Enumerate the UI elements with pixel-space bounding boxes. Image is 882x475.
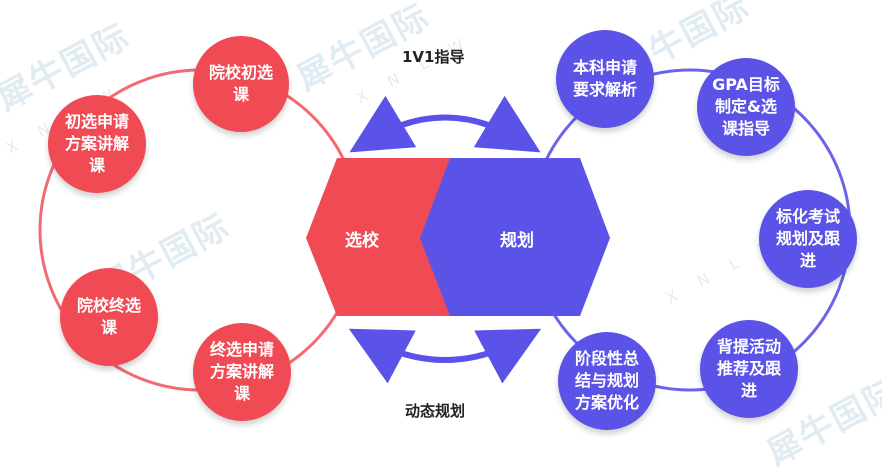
node-activity-recommendation: 背提活动 推荐及跟 进 (700, 320, 798, 418)
hexagon-select-label: 选校 (345, 231, 379, 251)
node-stage-summary-optimization: 阶段性总 结与规划 方案优化 (558, 332, 656, 430)
bottom-double-arrow (348, 328, 542, 384)
node-initial-school-selection: 院校初选 课 (193, 36, 289, 132)
hexagon-select (306, 158, 460, 316)
node-standardized-test-planning: 标化考试 规划及跟 进 (759, 190, 857, 288)
node-initial-application-plan: 初选申请 方案讲解 课 (48, 95, 146, 193)
node-gpa-course-guidance: GPA目标 制定&选 课指导 (697, 58, 795, 156)
top-arrow-label: 1V1指导 (402, 48, 465, 66)
hexagon-plan (420, 158, 610, 316)
diagram-shapes (38, 68, 852, 392)
top-double-arrow (349, 95, 541, 153)
node-final-school-selection: 院校终选 课 (60, 268, 158, 366)
node-final-application-plan: 终选申请 方案讲解 课 (193, 323, 291, 421)
node-undergrad-requirements: 本科申请 要求解析 (556, 30, 654, 128)
bottom-arrow-label: 动态规划 (405, 402, 466, 420)
hexagon-plan-label: 规划 (500, 231, 534, 251)
